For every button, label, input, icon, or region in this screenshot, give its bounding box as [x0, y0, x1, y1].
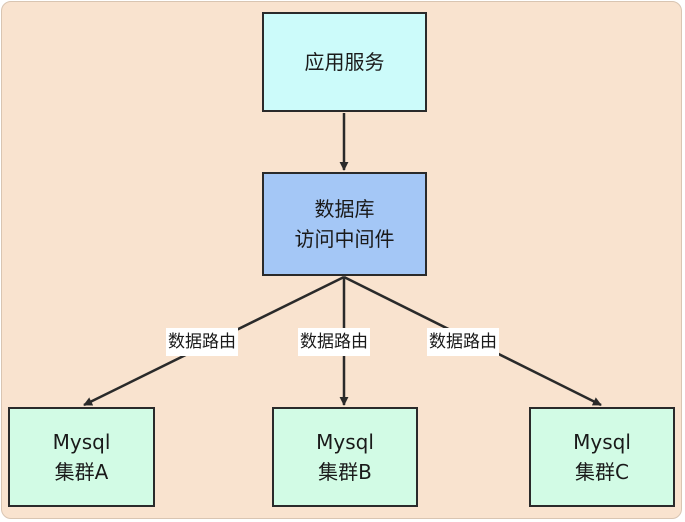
- node-mysql-cluster-c: Mysql 集群C: [529, 407, 675, 507]
- edge-label-route-a: 数据路由: [166, 328, 238, 356]
- node-cluster-a-line-1: Mysql: [52, 430, 111, 454]
- node-db-access-middleware: 数据库 访问中间件: [262, 172, 427, 276]
- node-cluster-b-line-2: 集群B: [318, 460, 372, 484]
- node-mysql-cluster-a: Mysql 集群A: [8, 407, 155, 507]
- edge-label-route-c: 数据路由: [427, 328, 499, 356]
- node-cluster-b-line-1: Mysql: [316, 430, 374, 454]
- node-app-service: 应用服务: [262, 12, 427, 112]
- node-middleware-line-2: 访问中间件: [294, 227, 395, 251]
- node-cluster-a-line-2: 集群A: [54, 460, 109, 484]
- node-app-service-label: 应用服务: [304, 50, 385, 74]
- node-cluster-c-line-2: 集群C: [575, 460, 629, 484]
- node-mysql-cluster-b: Mysql 集群B: [272, 407, 418, 507]
- edge-label-route-b: 数据路由: [298, 328, 370, 356]
- node-middleware-line-1: 数据库: [314, 197, 375, 221]
- node-cluster-c-line-1: Mysql: [573, 430, 631, 454]
